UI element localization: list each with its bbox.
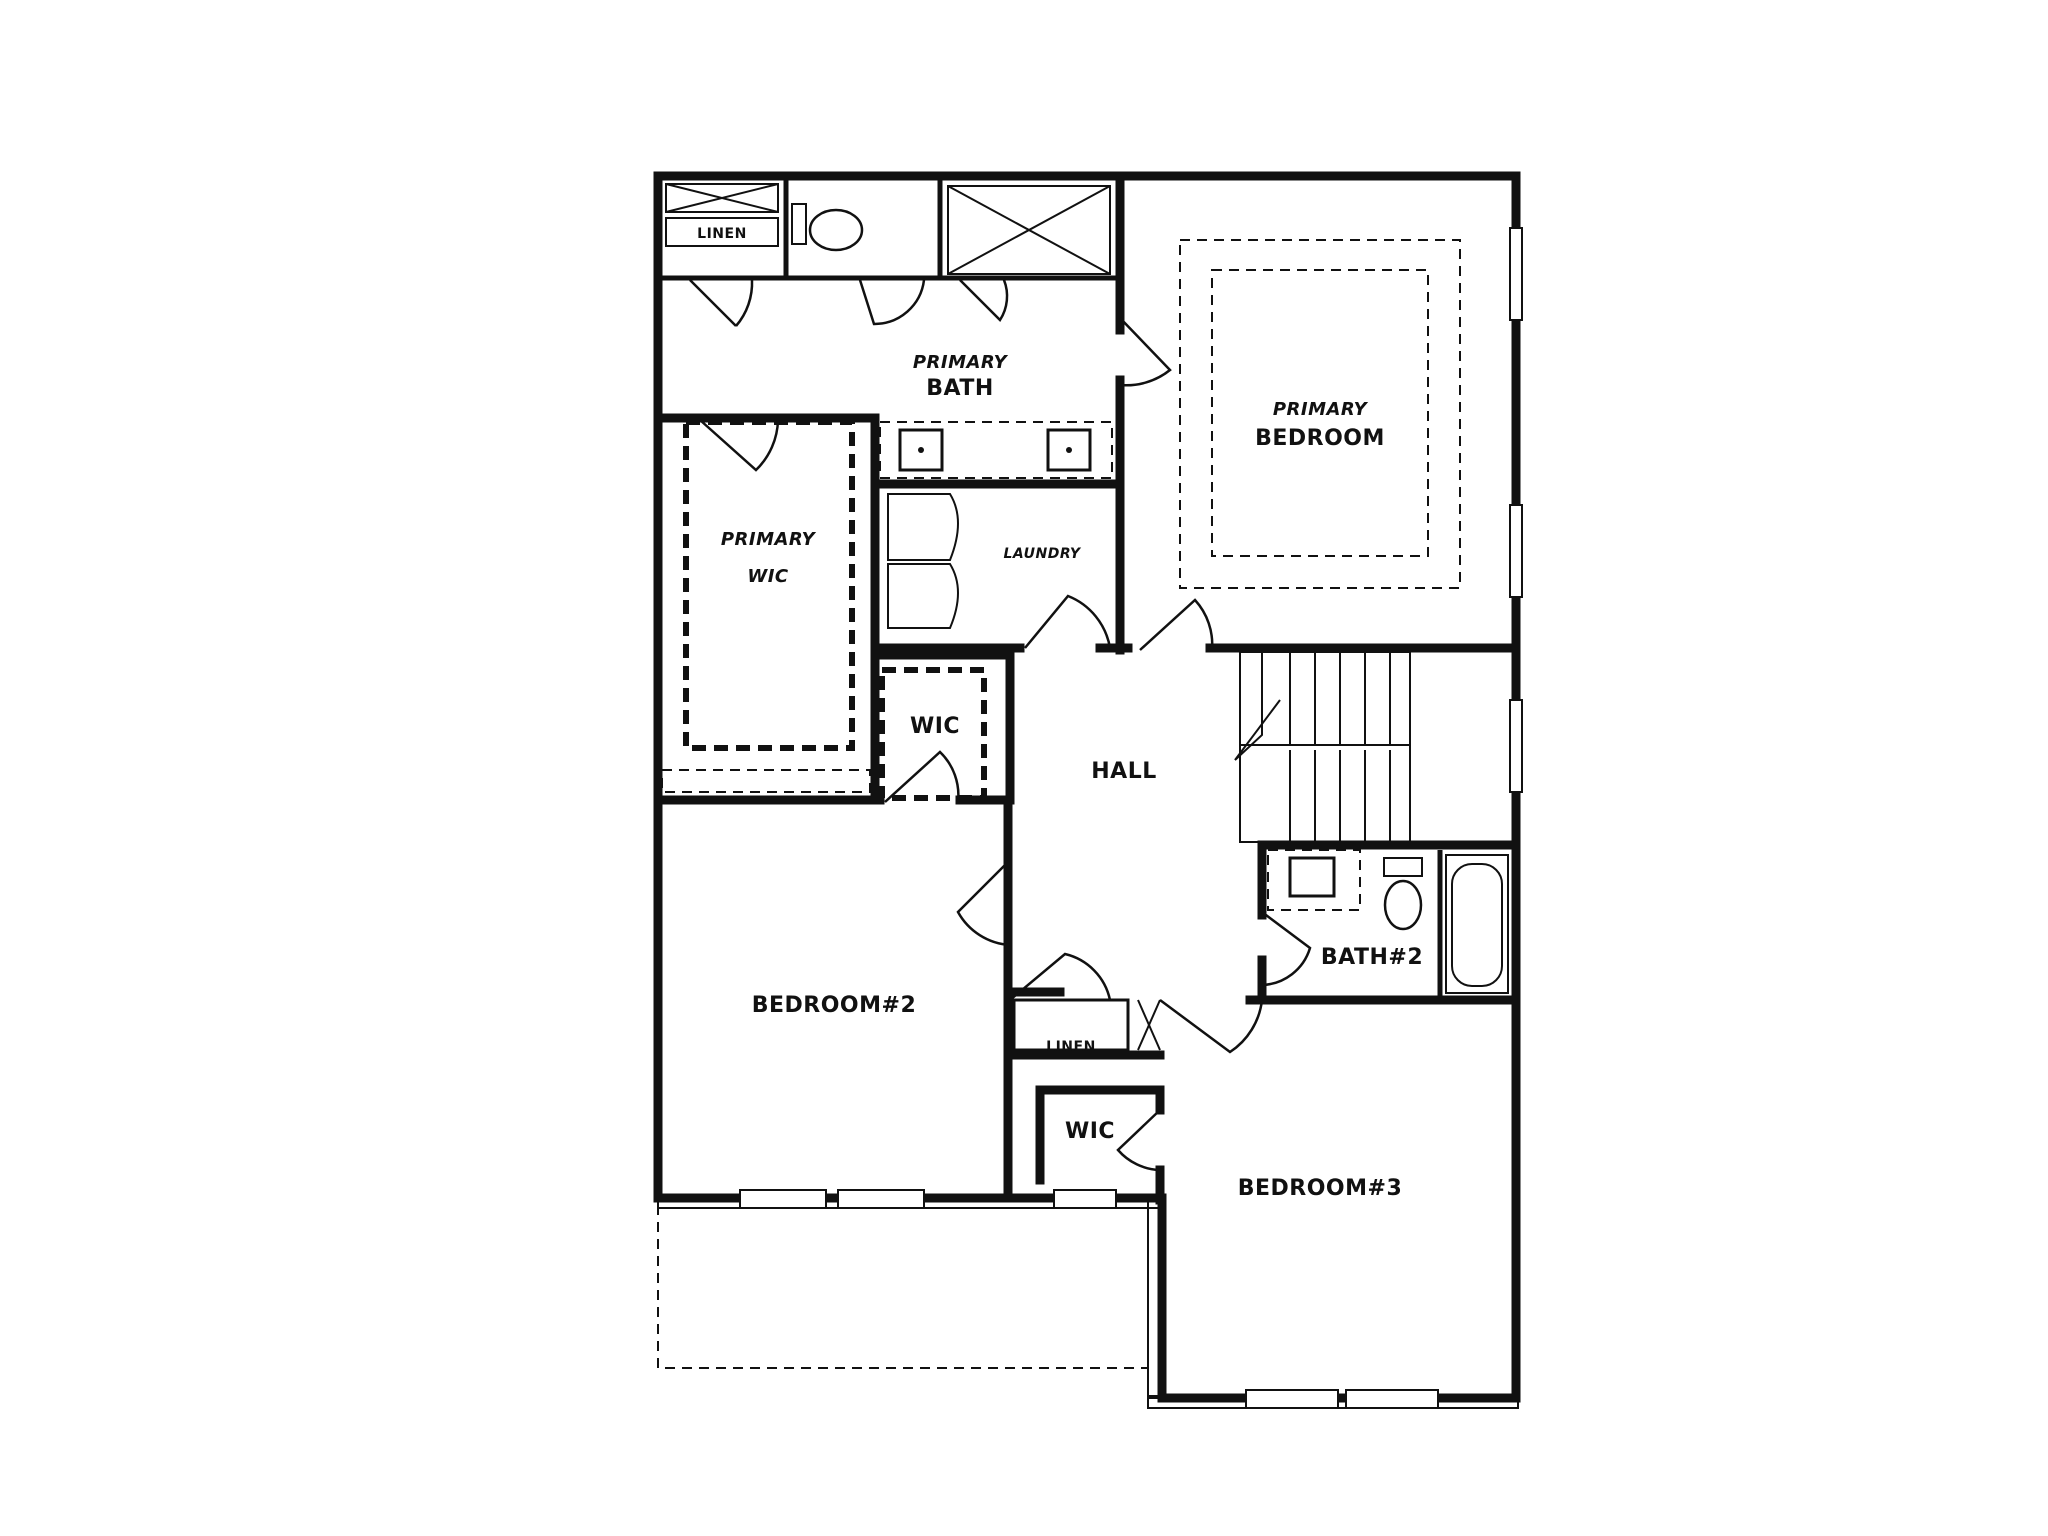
primary-bedroom-label-1: PRIMARY [1273,399,1369,420]
wic-lower-label: WIC [1065,1119,1115,1144]
primary-wic-label-1: PRIMARY [721,529,817,550]
bedroom2-label: BEDROOM#2 [752,993,917,1018]
top-fixtures [665,183,1111,275]
primary-bath-label-2: BATH [926,376,994,401]
linen-hall-label: LINEN [1046,1039,1096,1055]
door-swings [689,279,1312,1172]
primary-bath-label-1: PRIMARY [913,352,1009,373]
stairs [1234,651,1411,843]
patio-outline [657,1205,1149,1369]
exterior-walls [653,171,1523,1409]
bedroom3-label: BEDROOM#3 [1238,1176,1403,1201]
linen-top-label: LINEN [697,226,747,242]
hall-label: HALL [1091,759,1156,784]
room-labels: PRIMARY BATH PRIMARY BEDROOM PRIMARY WIC… [697,226,1423,1201]
bath2-label: BATH#2 [1321,945,1423,970]
interior-walls [653,171,1521,1205]
primary-bedroom-label-2: BEDROOM [1255,426,1385,451]
primary-wic-label-2: WIC [747,566,789,587]
wic-upper-label: WIC [910,714,960,739]
laundry-label: LAUNDRY [1004,546,1082,562]
